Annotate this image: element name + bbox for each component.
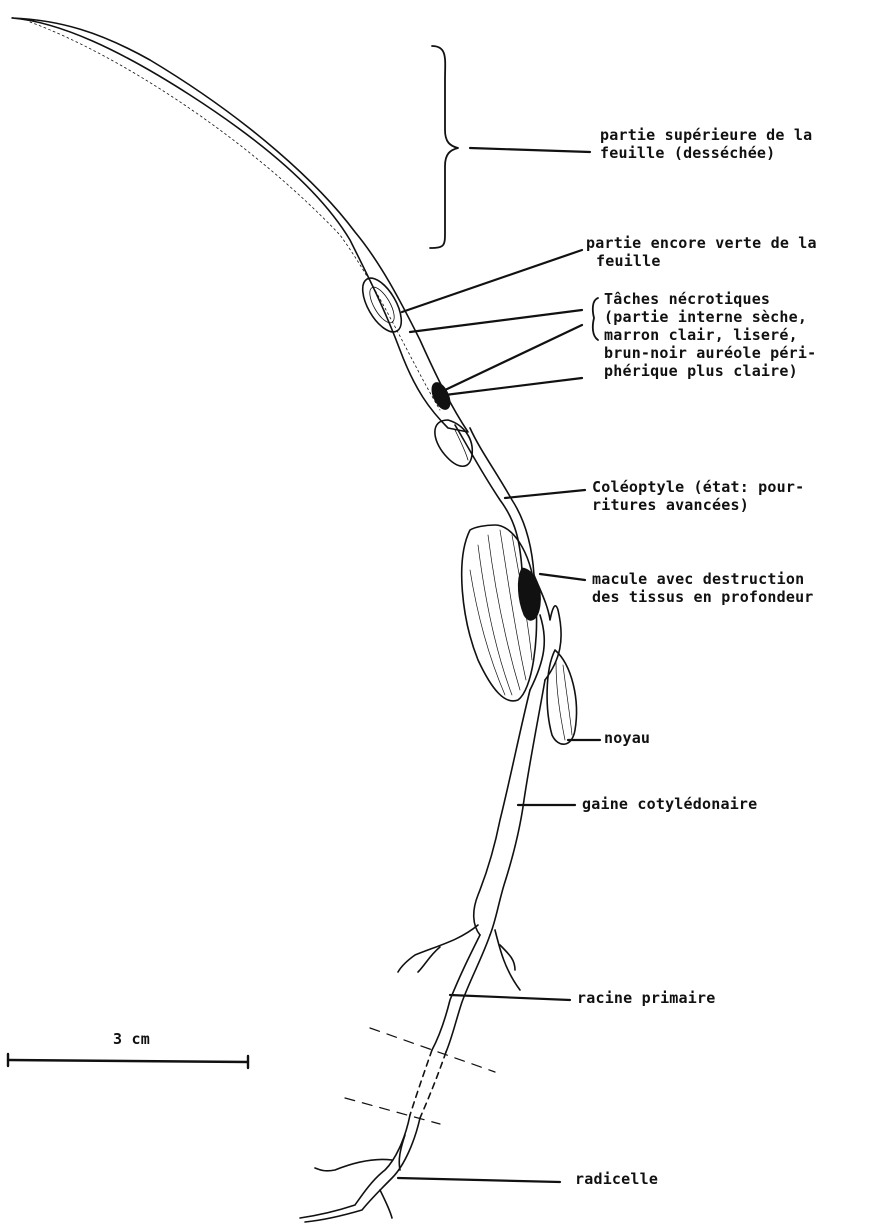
leader-radicelle — [398, 1178, 560, 1182]
leader-macule — [540, 574, 585, 580]
label-macule: macule avec destruction des tissus en pr… — [592, 570, 814, 606]
racine-primaire — [432, 935, 490, 1052]
label-green-leaf: partie encore verte de la feuille — [586, 234, 817, 270]
macule — [518, 568, 540, 620]
leaf-blade — [12, 18, 468, 432]
leader-racine — [450, 995, 570, 1000]
coleoptile — [455, 425, 534, 575]
label-noyau: noyau — [604, 729, 650, 747]
leader-green-leaf — [402, 250, 582, 312]
scale-bar-label: 3 cm — [113, 1030, 150, 1048]
leader-upper-leaf — [470, 148, 590, 152]
label-upper-leaf: partie supérieure de la feuille (desséch… — [600, 126, 812, 162]
bracket-upper-leaf — [430, 46, 458, 248]
label-necrotic: Tâches nécrotiques (partie interne sèche… — [604, 290, 816, 380]
leaf-midrib — [30, 22, 440, 410]
leader-coleoptile — [505, 490, 585, 498]
leaf-sheath — [435, 420, 472, 466]
label-racine: racine primaire — [577, 989, 715, 1007]
label-radicelle: radicelle — [575, 1170, 658, 1188]
label-coleoptile: Coléoptyle (état: pour- ritures avancées… — [592, 478, 804, 514]
scale-bar — [8, 1054, 248, 1068]
necrotic-spot-2 — [429, 380, 454, 411]
label-gaine: gaine cotylédonaire — [582, 795, 757, 813]
leader-necrotic-1 — [410, 310, 582, 332]
noyau-shape — [547, 650, 576, 744]
gaine-cotyledonaire — [474, 680, 545, 935]
